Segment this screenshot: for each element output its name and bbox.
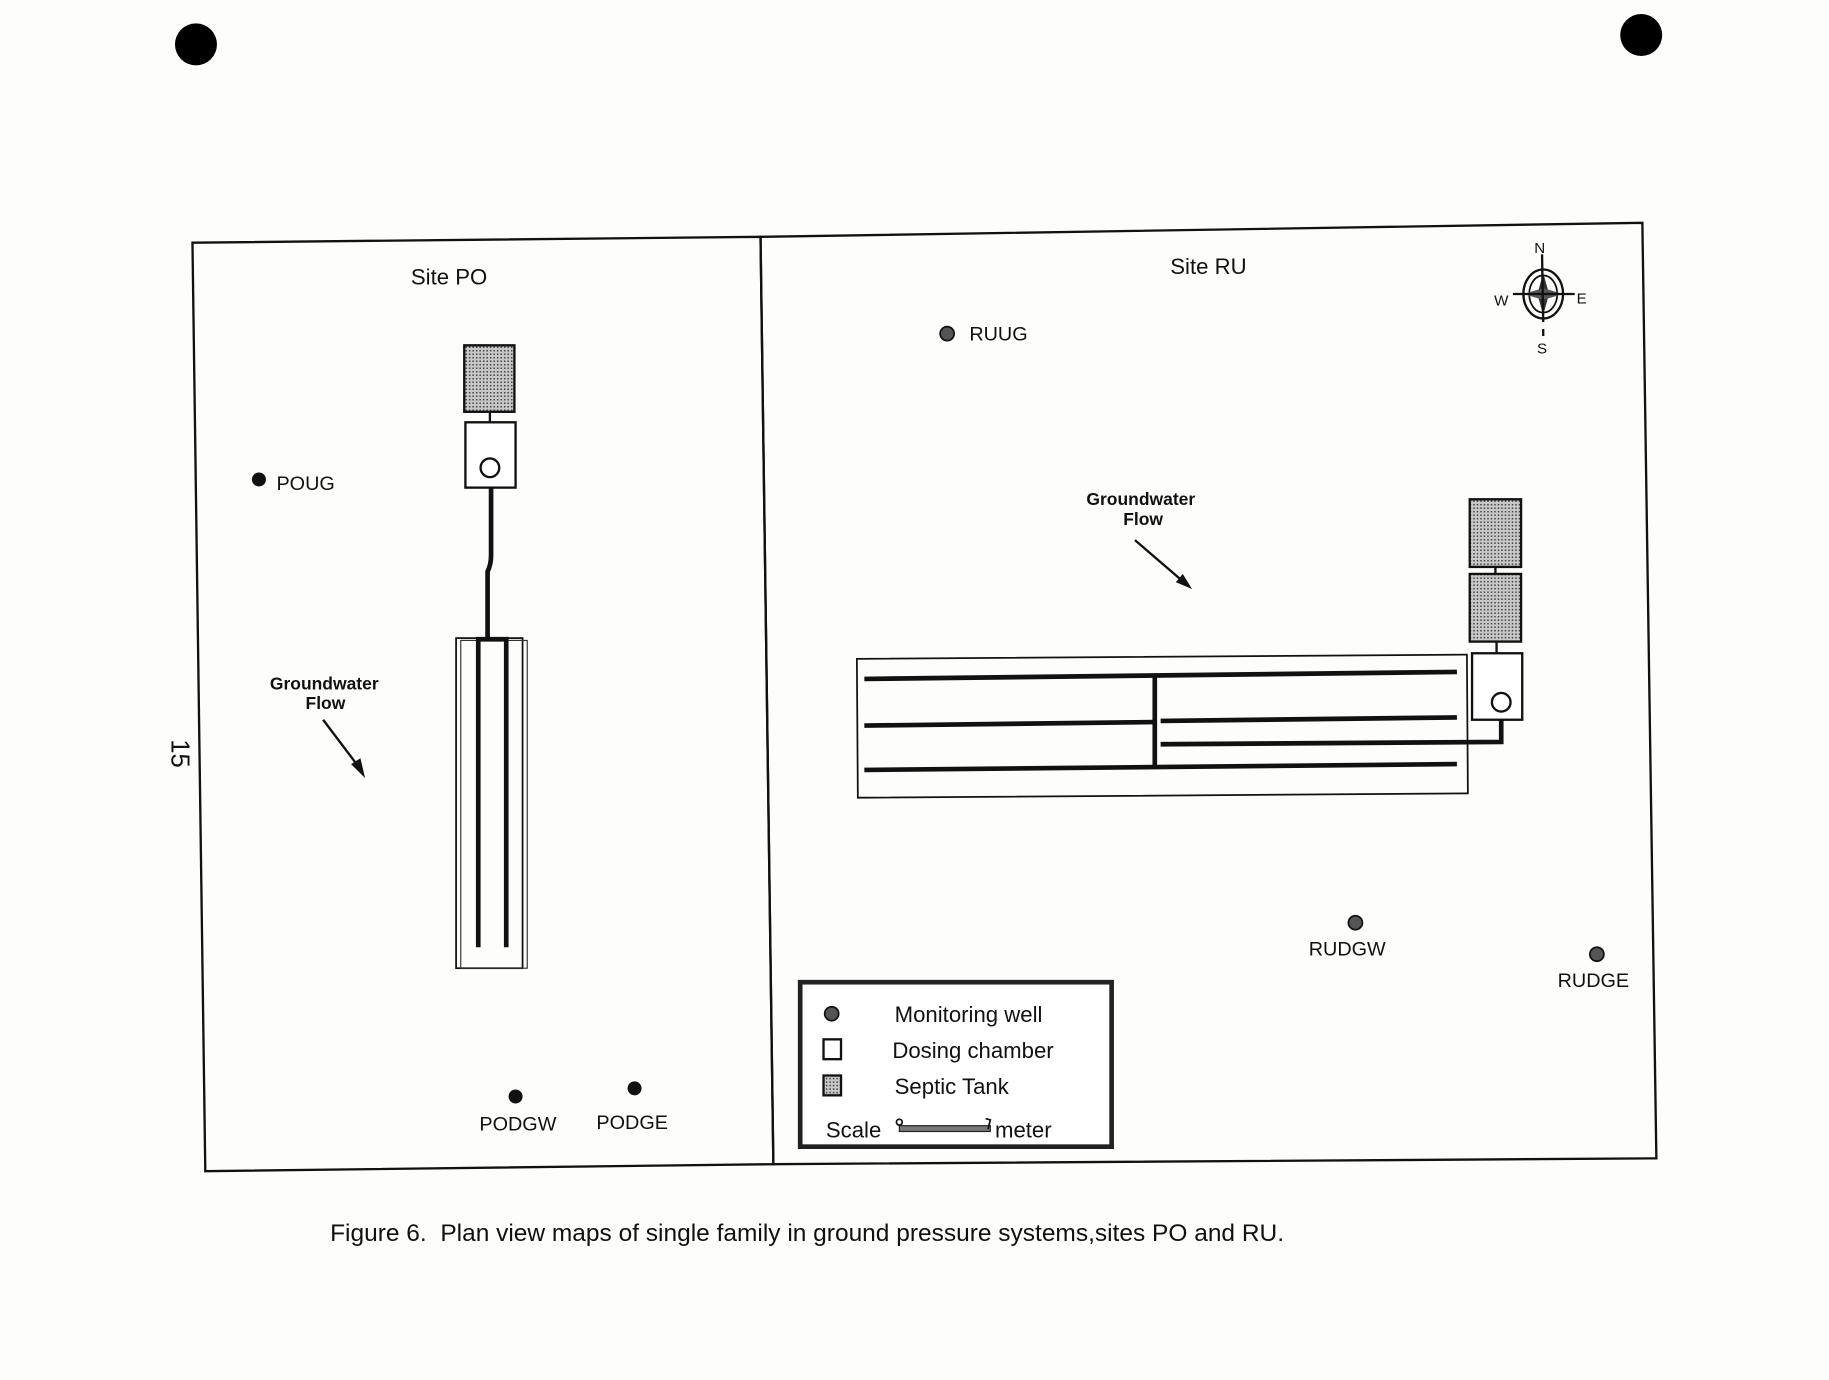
legend-well-icon (823, 1005, 840, 1022)
po-drainfield (455, 637, 524, 970)
po-laterals (475, 636, 509, 948)
punch-hole-right (1620, 14, 1663, 57)
panel-ru-frame (759, 221, 1658, 1166)
scale-bar-icon (895, 1117, 992, 1133)
well-ruug (939, 325, 956, 342)
site-ru-title: Site RU (1170, 254, 1246, 279)
po-septic-tank (463, 344, 516, 413)
legend: Monitoring well Dosing chamber Septic Ta… (797, 979, 1114, 1149)
legend-item-septic: Septic Tank (895, 1074, 1010, 1099)
legend-dosing-icon (822, 1038, 843, 1061)
page-number: 15 (165, 739, 193, 768)
ru-flow-label: Groundwater (1086, 489, 1195, 509)
well-rudgw (1347, 914, 1364, 931)
compass-n: N (1534, 240, 1545, 257)
well-ruug-label: RUUG (969, 324, 1027, 346)
compass-s: S (1537, 340, 1547, 357)
well-rudgw-label: RUDGW (1309, 938, 1386, 960)
figure-caption: Figure 6. Plan view maps of single famil… (330, 1220, 1284, 1247)
compass-rose-icon: N W E S (1494, 240, 1587, 357)
po-flow-label: Groundwater (270, 673, 379, 693)
legend-septic-icon (822, 1074, 843, 1097)
ru-flow-label-2: Flow (1123, 509, 1163, 529)
well-podge-label: PODGE (596, 1112, 668, 1134)
well-podgw-label: PODGW (479, 1113, 556, 1135)
po-flow-label-2: Flow (306, 693, 346, 713)
legend-item-well: Monitoring well (895, 1002, 1043, 1027)
well-podge (627, 1081, 642, 1096)
compass-e: E (1577, 290, 1587, 307)
legend-scale-unit: meter (995, 1117, 1052, 1142)
po-pipe (485, 487, 494, 639)
legend-item-dosing: Dosing chamber (892, 1038, 1054, 1063)
well-rudge-label: RUDGE (1558, 970, 1630, 992)
punch-hole-left (174, 23, 217, 66)
legend-scale-label: Scale (826, 1117, 881, 1142)
ru-laterals (864, 669, 1504, 773)
well-poug (251, 472, 266, 487)
ru-drainfield (855, 653, 1469, 799)
well-poug-label: POUG (276, 473, 334, 495)
site-po-title: Site PO (411, 265, 487, 290)
well-podgw (508, 1089, 523, 1104)
well-rudge (1589, 946, 1605, 963)
ru-septic-tank-1 (1468, 498, 1523, 569)
ru-dosing-chamber (1470, 652, 1524, 721)
ru-septic-tank-2 (1468, 572, 1523, 643)
ru-flow-arrow (1134, 539, 1186, 585)
compass-w: W (1494, 293, 1509, 310)
